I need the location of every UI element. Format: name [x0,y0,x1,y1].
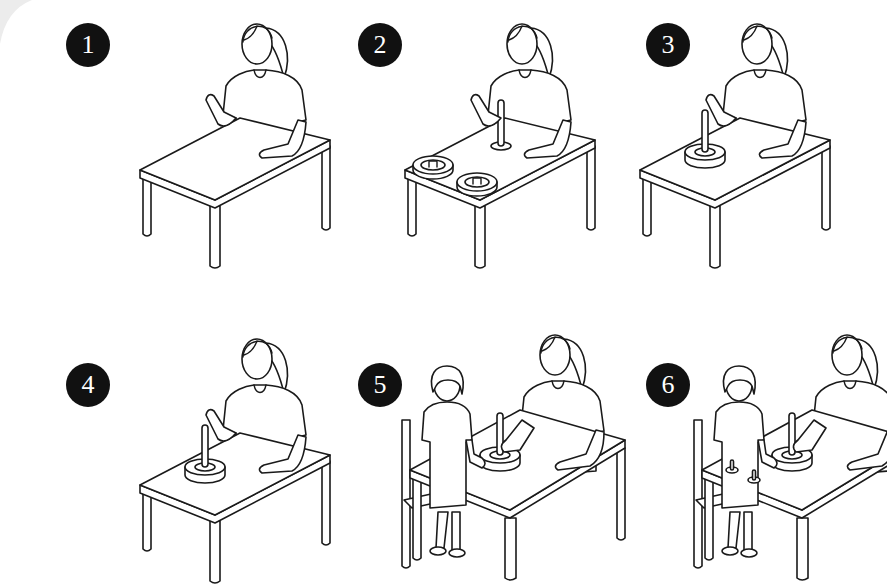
callout-number: 1 [82,32,95,58]
callout-number: 3 [662,32,675,58]
step-number-circle: 3 [646,23,690,67]
step-number-circle: 4 [66,363,110,407]
callout-number: 2 [374,32,387,58]
callout-number: 6 [662,372,675,398]
callout-number: 4 [82,372,95,398]
step-number-circle: 6 [646,363,690,407]
step-number-circle: 2 [358,23,402,67]
callout-number: 5 [374,372,387,398]
step-number-circle: 5 [358,363,402,407]
step-number-circle: 1 [66,23,110,67]
